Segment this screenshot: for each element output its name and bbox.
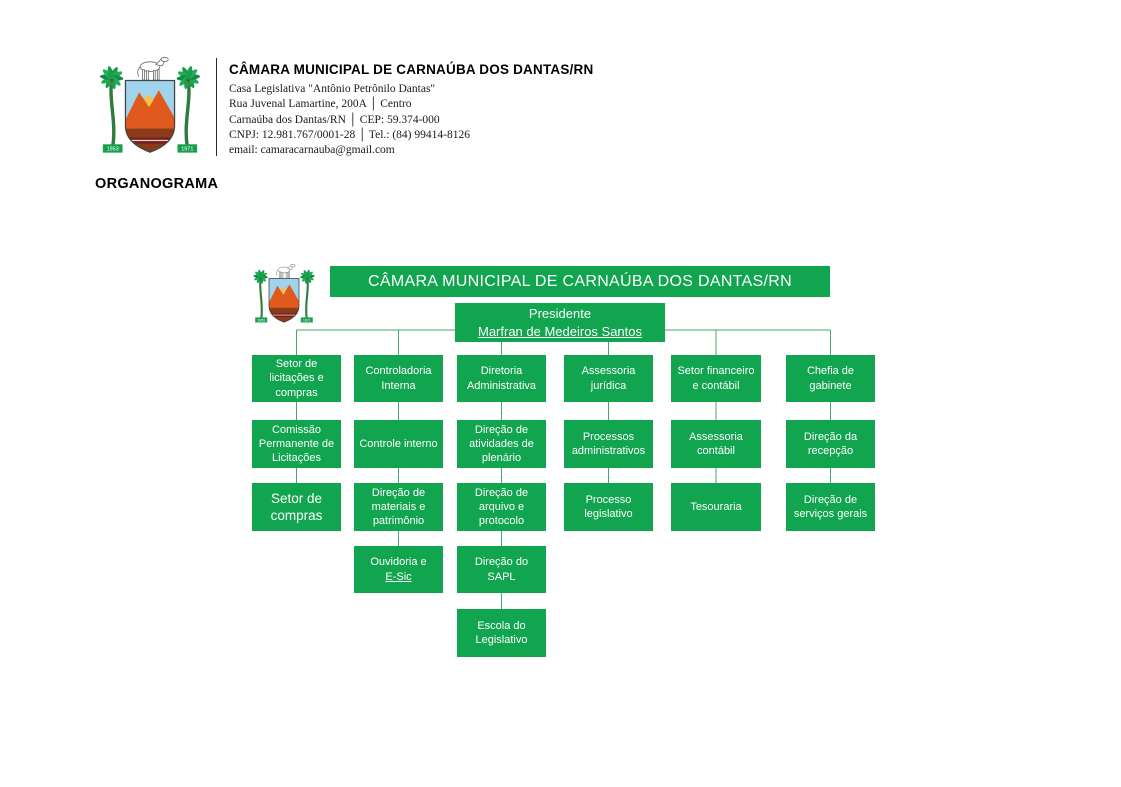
org-box-label: Chefia de gabinete bbox=[806, 365, 855, 392]
org-box-direcao-materiais: Direção de materiais e patrimônio bbox=[354, 483, 443, 531]
org-box-label: Setor financeiro e contábil bbox=[677, 365, 755, 392]
org-box-label: Direção de atividades de plenário bbox=[469, 423, 534, 465]
org-box-escola-legislativo: Escola do Legislativo bbox=[457, 609, 546, 657]
org-box-chefia-gabinete: Chefia de gabinete bbox=[786, 355, 875, 402]
org-banner: CÂMARA MUNICIPAL DE CARNAÚBA DOS DANTAS/… bbox=[330, 266, 830, 297]
org-box-assessoria-contabil: Assessoria contábil bbox=[671, 420, 761, 468]
org-box-processos-administrativos: Processos administrativos bbox=[564, 420, 653, 468]
org-box-direcao-atividades-plenario: Direção de atividades de plenário bbox=[457, 420, 546, 468]
org-box-label: Processo legislativo bbox=[584, 493, 633, 520]
org-box-label: Direção do SAPL bbox=[474, 556, 529, 583]
org-box-presidente: Presidente Marfran de Medeiros Santos bbox=[455, 303, 665, 342]
letterhead-line: Rua Juvenal Lamartine, 200A │ Centro bbox=[229, 98, 412, 111]
org-box-tesouraria: Tesouraria bbox=[671, 483, 761, 531]
org-box-direcao-arquivo: Direção de arquivo e protocolo bbox=[457, 483, 546, 531]
org-box-controle-interno: Controle interno bbox=[354, 420, 443, 468]
org-box-direcao-sapl: Direção do SAPL bbox=[457, 546, 546, 593]
letterhead-title: CÂMARA MUNICIPAL DE CARNAÚBA DOS DANTAS/… bbox=[229, 62, 594, 77]
org-box-label: Setor de compras bbox=[270, 490, 323, 523]
org-box-direcao-recepcao: Direção da recepção bbox=[786, 420, 875, 468]
org-box-diretoria-administrativa: Diretoria Administrativa bbox=[457, 355, 546, 402]
org-box-assessoria-juridica: Assessoria jurídica bbox=[564, 355, 653, 402]
org-box-label: Direção de serviços gerais bbox=[793, 493, 868, 520]
presidente-name: Marfran de Medeiros Santos bbox=[477, 323, 643, 339]
org-box-label: Diretoria Administrativa bbox=[466, 365, 537, 392]
org-box-label: Direção da recepção bbox=[803, 430, 858, 457]
org-box-label: Controladoria Interna bbox=[365, 365, 432, 392]
org-box-controladoria-interna: Controladoria Interna bbox=[354, 355, 443, 402]
org-box-comissao-licitacoes: Comissão Permanente de Licitações bbox=[252, 420, 341, 468]
org-box-label: Tesouraria bbox=[690, 500, 742, 513]
org-box-label: Setor de licitações e compras bbox=[269, 358, 324, 399]
letterhead-email: email: camaracarnauba@gmail.com bbox=[229, 144, 395, 157]
org-box-processo-legislativo: Processo legislativo bbox=[564, 483, 653, 531]
org-box-setor-financeiro: Setor financeiro e contábil bbox=[671, 355, 761, 402]
letterhead-line: Carnaúba dos Dantas/RN │ CEP: 59.374-000 bbox=[229, 113, 440, 126]
letterhead-line: CNPJ: 12.981.767/0001-28 │ Tel.: (84) 99… bbox=[229, 128, 470, 141]
page-title: ORGANOGRAMA bbox=[95, 176, 219, 192]
letterhead: CÂMARA MUNICIPAL DE CARNAÚBA DOS DANTAS/… bbox=[96, 50, 593, 162]
org-box-label: Escola do Legislativo bbox=[475, 619, 528, 646]
org-box-label: Direção de materiais e patrimônio bbox=[371, 486, 426, 528]
letterhead-line: Casa Legislativa "Antônio Petrônilo Dant… bbox=[229, 83, 436, 95]
org-box-label: Assessoria contábil bbox=[689, 430, 743, 457]
org-box-label: Comissão Permanente de Licitações bbox=[258, 423, 335, 465]
org-box-setor-compras: Setor de compras bbox=[252, 483, 341, 531]
org-box-label: Processos administrativos bbox=[571, 430, 646, 457]
org-box-label: Ouvidoria e bbox=[370, 556, 427, 569]
org-box-label: Assessoria jurídica bbox=[581, 365, 636, 392]
org-box-label-esic: E-Sic bbox=[385, 570, 412, 583]
org-box-label: Controle interno bbox=[359, 437, 438, 450]
org-box-setor-licitacoes: Setor de licitações e compras bbox=[252, 355, 341, 402]
org-box-ouvidoria-esic: Ouvidoria e E-Sic bbox=[354, 546, 443, 593]
vertical-divider bbox=[216, 58, 217, 156]
org-box-label: Direção de arquivo e protocolo bbox=[474, 486, 529, 528]
presidente-title: Presidente bbox=[528, 305, 592, 321]
coat-of-arms-logo-small bbox=[251, 256, 317, 332]
org-box-direcao-servicos-gerais: Direção de serviços gerais bbox=[786, 483, 875, 531]
